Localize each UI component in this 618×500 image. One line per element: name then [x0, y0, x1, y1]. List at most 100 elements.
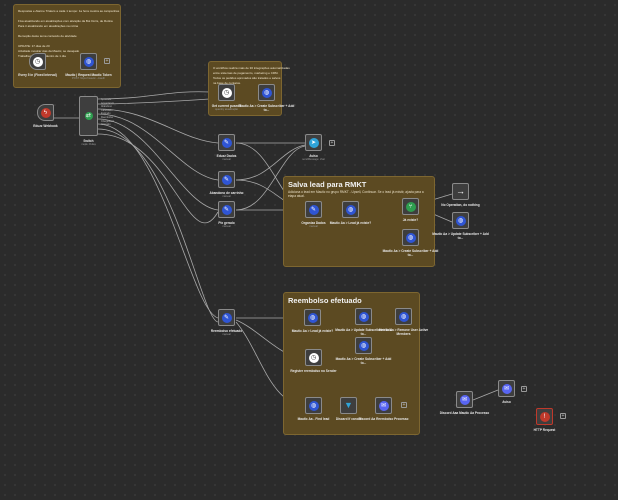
node-sub: sendMessage: chat [302, 158, 325, 161]
node-refund-find-lead[interactable]: ◍ Mautic Aa - Find lead [298, 397, 329, 421]
node-ja-existe[interactable]: ⑂ Já existe? [402, 198, 419, 222]
globe-icon: ◍ [455, 215, 466, 226]
globe-icon: ◍ [358, 340, 369, 351]
add-node-button[interactable]: + [329, 140, 335, 146]
sticky-note-intro[interactable]: Respostas e Alarme Trialers a cada 1 tem… [13, 4, 121, 88]
node-mautic-request-token[interactable]: ◍ Mautic | Request Mautic Token POST: ht… [65, 53, 112, 80]
node-discord-reembolso-sticky[interactable]: ✉ Discord Aa Reembolso Processo [358, 397, 409, 421]
switch-output-label: Aguardando [101, 101, 115, 105]
add-node-button[interactable]: + [521, 386, 527, 392]
node-http-request[interactable]: ! HTTP Request [534, 408, 555, 432]
node-discord-aviso[interactable]: ✉ Aviso [498, 380, 515, 404]
node-label: Every 5 in (Fixed Interval) [18, 73, 57, 77]
node-label: Mautic | Request Mautic Token [65, 73, 112, 77]
switch-output-label: Chargeback [101, 119, 114, 123]
node-aviso-telegram[interactable]: ➤ Aviso sendMessage: chat [302, 134, 325, 161]
node-sub: manual [222, 333, 231, 336]
node-label: HTTP Request [533, 428, 556, 432]
node-sub: manual [222, 195, 231, 198]
node-refund-mautic-update[interactable]: ◍ Mautic Aa > Update Subscriber + Add to… [335, 308, 392, 336]
globe-icon: ◍ [345, 204, 356, 215]
node-label: Mautic Aa > Update Subscriber + Add to..… [335, 328, 392, 336]
switch-output-label: Reembolso [101, 115, 114, 119]
sticky-note-rmkt[interactable]: Salva lead para RMKT Adiciona o lead em … [283, 176, 435, 267]
node-label: Reembolso efetuado [210, 329, 243, 333]
node-sub: mode: Rules [81, 143, 96, 146]
node-label: Discord Aaa Mautic Aa Processo [439, 411, 490, 415]
sticky-line: Todos os pedidos aprovados são tratados … [213, 76, 281, 80]
sticky-subtitle: Adiciona o lead em Mautic no grupo RMKT … [288, 190, 424, 198]
node-mautic-create-subscriber[interactable]: ◍ Mautic Aa > Create Subscriber + Add to… [239, 84, 294, 112]
node-label: Mautic Aa > Create Subscriber + Add to..… [238, 104, 295, 112]
node-refund-mautic-remove[interactable]: ◍ Mautic Aa > Remove User Active Members [379, 308, 428, 336]
webhook-icon: ϟ [40, 107, 51, 118]
globe-icon: ◍ [398, 311, 409, 322]
node-label: Mautic Aa > Lead já existe? [329, 221, 372, 225]
globe-icon: ◍ [308, 400, 319, 411]
node-label: Organiza Dados [301, 221, 326, 225]
clock-icon: ◷ [221, 87, 232, 98]
switch-outputs: Aprovado Aguardando Abandono Cancelado E… [101, 98, 114, 127]
node-refund-mautic-create[interactable]: ◍ Mautic Aa > Create Subscriber + Add to… [336, 337, 391, 365]
node-label: Mautic Aa > Lead já existe? [291, 329, 334, 333]
node-eduzz-webhook[interactable]: ϟ Eduzz Webhook [33, 104, 58, 128]
node-sub: manual [309, 225, 318, 228]
node-label: Discard If cancel [335, 417, 362, 421]
node-label: Discord Aa Reembolso Processo [358, 417, 409, 421]
node-mautic-create-subscriber-rmkt[interactable]: ◍ Mautic Aa > Create Subscriber + Add to… [383, 229, 438, 257]
sticky-line: Para ir atualizando em atualizações na r… [18, 24, 79, 28]
clock-icon: ◷ [308, 352, 319, 363]
node-reembolso-efetuado[interactable]: ✎ Reembolso efetuado manual [211, 309, 242, 336]
node-label: Abandono de carrinho [209, 191, 244, 195]
switch-output-label: Aprovado [101, 98, 112, 101]
sticky-line: na base de contatos. [213, 81, 241, 85]
node-discard-cancel[interactable]: ▼ Discard If cancel [336, 397, 361, 421]
sticky-title: Reembolso efetuado [288, 296, 362, 305]
pencil-icon: ✎ [221, 204, 232, 215]
switch-output-label: Atrasado [101, 123, 111, 127]
node-label: Mautic Aa > Create Subscriber + Add to..… [335, 357, 392, 365]
node-refund-mautic-lead-existe[interactable]: ◍ Mautic Aa > Lead já existe? [292, 309, 333, 333]
node-label: Eduzz Webhook [33, 124, 58, 128]
sticky-line: O workflow realiza mais de 30 integraçõe… [213, 66, 290, 70]
node-label: Mautic Aa > Update Subscriber + Add to..… [432, 232, 489, 240]
filter-icon: ▼ [344, 400, 353, 410]
node-label: Eduzz Dados [216, 154, 237, 158]
node-register-reembolso[interactable]: ◷ Register reembolso no Sender [290, 349, 337, 373]
node-switch[interactable]: ⇄ Aprovado Aguardando Abandono Cancelado… [79, 96, 114, 146]
node-sub: manual [222, 225, 231, 228]
add-node-button[interactable]: + [401, 402, 407, 408]
pencil-icon: ✎ [221, 137, 232, 148]
discord-icon: ✉ [378, 400, 389, 411]
node-mautic-lead-existe[interactable]: ◍ Mautic Aa > Lead já existe? [330, 201, 371, 225]
node-label: Aviso [309, 154, 318, 158]
node-pix-gerado[interactable]: ✎ Pix gerado manual [218, 201, 235, 228]
node-sub: manual [222, 158, 231, 161]
pencil-icon: ✎ [221, 312, 232, 323]
switch-output-label: Abandono [101, 105, 112, 109]
node-organiza-dados[interactable]: ✎ Organiza Dados manual [301, 201, 326, 228]
add-node-button[interactable]: + [560, 413, 566, 419]
node-discord-processo[interactable]: ✉ Discord Aaa Mautic Aa Processo [440, 391, 489, 415]
node-label: Pix gerado [218, 221, 235, 225]
node-label: Register reembolso no Sender [290, 369, 337, 373]
add-node-button[interactable]: + [104, 58, 110, 64]
node-label: Get current pusedT [211, 104, 242, 108]
pencil-icon: ✎ [308, 204, 319, 215]
node-no-operation[interactable]: → No Operation, do nothing [441, 183, 480, 207]
discord-icon: ✉ [459, 394, 470, 405]
node-sub: quantity atualização [215, 108, 238, 111]
node-label: Mautic Aa > Remove User Active Members [378, 328, 429, 336]
sticky-line: Atividade mostrar vias da Mautic, se des… [18, 49, 80, 53]
branch-icon: ⑂ [405, 201, 416, 212]
node-eduzz-dados[interactable]: ✎ Eduzz Dados manual [217, 134, 236, 161]
node-get-current-pused[interactable]: ◷ Get current pusedT quantity atualizaçã… [212, 84, 241, 111]
node-abandono-carrinho[interactable]: ✎ Abandono de carrinho manual [209, 171, 244, 198]
clock-icon: ◷ [32, 56, 43, 67]
node-every-5-min[interactable]: ◷ Every 5 in (Fixed Interval) [18, 53, 57, 77]
node-label: Switch [83, 139, 94, 143]
node-mautic-update-subscriber[interactable]: ◍ Mautic Aa > Update Subscriber + Add to… [432, 212, 489, 240]
pencil-icon: ✎ [221, 174, 232, 185]
globe-icon: ◍ [358, 311, 369, 322]
